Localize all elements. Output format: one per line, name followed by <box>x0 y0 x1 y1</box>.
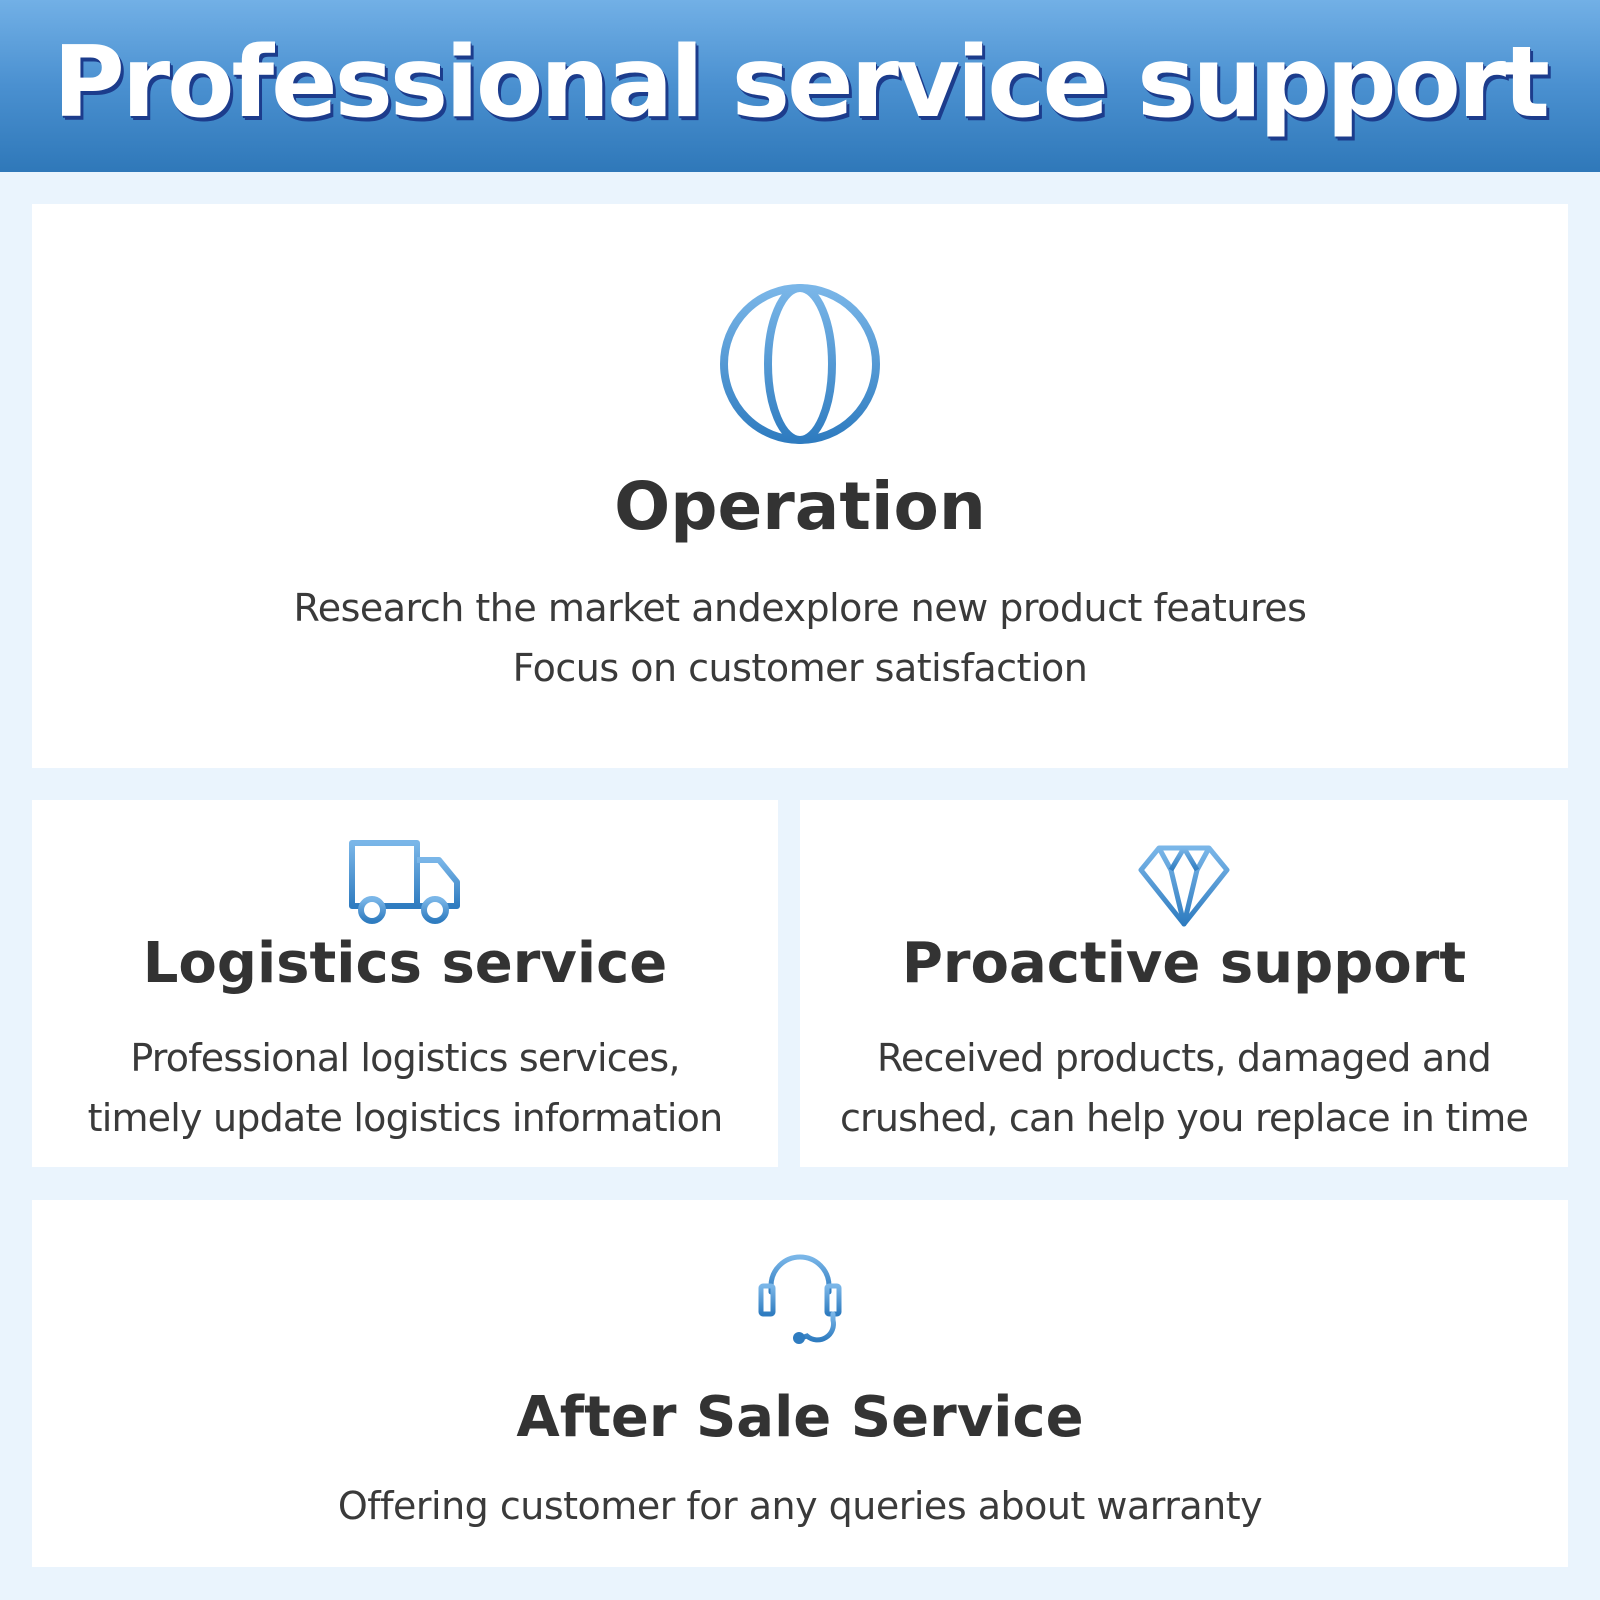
card-description: Received products, damaged and crushed, … <box>800 1028 1568 1148</box>
card-description: Research the market andexplore new produ… <box>32 578 1568 698</box>
description-line: crushed, can help you replace in time <box>839 1096 1529 1140</box>
card-title: After Sale Service <box>516 1385 1084 1450</box>
diamond-icon <box>1138 845 1230 927</box>
headset-icon <box>758 1254 842 1344</box>
truck-icon <box>349 840 460 924</box>
card-description: Professional logistics services, timely … <box>32 1028 778 1148</box>
page-title: Professional service support <box>53 26 1550 140</box>
description-line: Professional logistics services, <box>130 1036 680 1080</box>
card-title: Operation <box>614 468 986 545</box>
card-description: Offering customer for any queries about … <box>32 1476 1568 1536</box>
card-after-sale-service: After Sale Service Offering customer for… <box>32 1200 1568 1567</box>
description-line: Received products, damaged and <box>877 1036 1492 1080</box>
card-operation: Operation Research the market andexplore… <box>32 204 1568 768</box>
header-banner: Professional service support <box>0 0 1600 172</box>
card-title: Proactive support <box>901 931 1467 996</box>
card-title: Logistics service <box>142 931 668 996</box>
card-proactive-support: Proactive support Received products, dam… <box>800 800 1568 1167</box>
description-line: Focus on customer satisfaction <box>512 646 1088 690</box>
description-line: Offering customer for any queries about … <box>337 1484 1263 1528</box>
globe-icon <box>720 284 880 444</box>
description-line: Research the market andexplore new produ… <box>293 586 1307 630</box>
card-logistics: Logistics service Professional logistics… <box>32 800 778 1167</box>
description-line: timely update logistics information <box>87 1096 724 1140</box>
